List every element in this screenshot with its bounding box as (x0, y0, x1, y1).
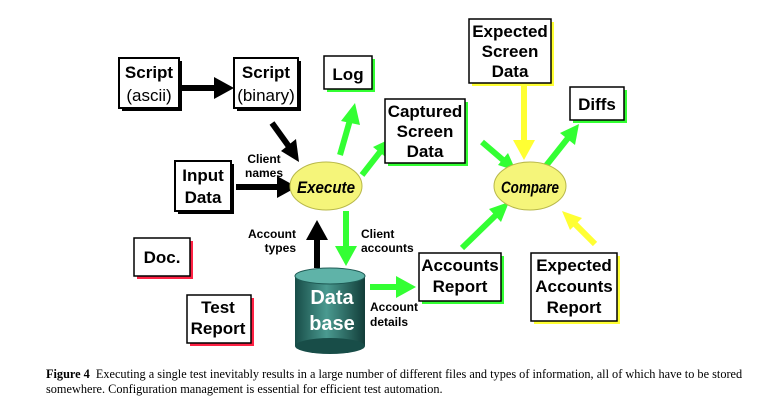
svg-text:types: types (265, 241, 297, 255)
arrow-database-to-accounts-report (370, 276, 416, 298)
accounts-report-label-1: Accounts (421, 256, 498, 275)
svg-text:Account: Account (248, 227, 296, 241)
arrow-compare-to-diffs (542, 124, 579, 169)
arrow-expected-screen-to-compare (513, 85, 535, 160)
expected-screen-label-1: Expected (472, 22, 548, 41)
arrow-input-to-execute (236, 176, 297, 198)
edge-label-account-types: Account types (248, 227, 296, 255)
accounts-report-label-2: Report (433, 277, 488, 296)
figure-caption-label: Figure 4 (46, 367, 90, 381)
diffs-label: Diffs (578, 95, 616, 114)
input-data-label-1: Input (182, 166, 224, 185)
compare-node: Compare (493, 161, 567, 211)
expected-screen-label-3: Data (492, 62, 529, 81)
execute-label: Execute (297, 178, 355, 197)
test-report-node: Test Report (186, 294, 254, 346)
script-binary-node: Script (binary) (233, 57, 301, 111)
database-label-1: Data (310, 287, 354, 309)
svg-text:accounts: accounts (361, 241, 414, 255)
expected-accounts-label-2: Accounts (535, 277, 612, 296)
script-ascii-label: Script (125, 63, 174, 82)
accounts-report-node: Accounts Report (418, 252, 504, 304)
diffs-node: Diffs (569, 86, 627, 123)
svg-text:names: names (245, 166, 283, 180)
arrow-execute-to-log (337, 103, 360, 156)
captured-label-2: Screen (397, 122, 454, 141)
svg-text:Client: Client (361, 227, 394, 241)
input-data-label-2: Data (185, 188, 222, 207)
arrow-execute-to-database (335, 211, 357, 266)
figure-caption-text: Executing a single test inevitably resul… (46, 367, 743, 396)
expected-screen-label-2: Screen (482, 42, 539, 61)
arrow-accounts-report-to-compare (459, 202, 509, 251)
script-ascii-sublabel: (ascii) (126, 86, 171, 105)
expected-accounts-label-3: Report (547, 298, 602, 317)
expected-screen-data-node: Expected Screen Data (468, 18, 554, 86)
test-report-label-2: Report (191, 319, 246, 338)
svg-text:Account: Account (370, 300, 418, 314)
svg-text:details: details (370, 315, 408, 329)
svg-text:Client: Client (247, 152, 280, 166)
log-label: Log (332, 65, 363, 84)
captured-label-3: Data (407, 142, 444, 161)
arrow-database-to-execute (306, 220, 328, 268)
doc-node: Doc. (133, 237, 193, 279)
edge-label-account-details: Account details (370, 300, 418, 329)
arrow-expected-accounts-to-compare (562, 211, 598, 247)
captured-label-1: Captured (388, 102, 463, 121)
input-data-node: Input Data (174, 160, 234, 214)
expected-accounts-report-node: Expected Accounts Report (530, 252, 620, 324)
expected-accounts-label-1: Expected (536, 256, 612, 275)
compare-label: Compare (501, 178, 559, 197)
test-report-label-1: Test (201, 298, 235, 317)
arrow-ascii-to-binary (181, 77, 234, 99)
script-binary-sublabel: (binary) (237, 86, 295, 105)
edge-label-client-names: Client names (245, 152, 283, 180)
script-binary-label: Script (242, 63, 291, 82)
execute-node: Execute (289, 161, 363, 211)
edge-label-client-accounts: Client accounts (361, 227, 414, 255)
database-node: Data base (294, 267, 366, 354)
doc-label: Doc. (144, 248, 181, 267)
log-node: Log (323, 55, 375, 92)
database-label-2: base (309, 313, 355, 335)
captured-screen-data-node: Captured Screen Data (384, 98, 468, 166)
arrow-binary-to-execute (269, 121, 299, 162)
script-ascii-node: Script (ascii) (118, 57, 182, 111)
test-artifacts-diagram: Script (ascii) Script (binary) Log Captu… (118, 18, 627, 354)
